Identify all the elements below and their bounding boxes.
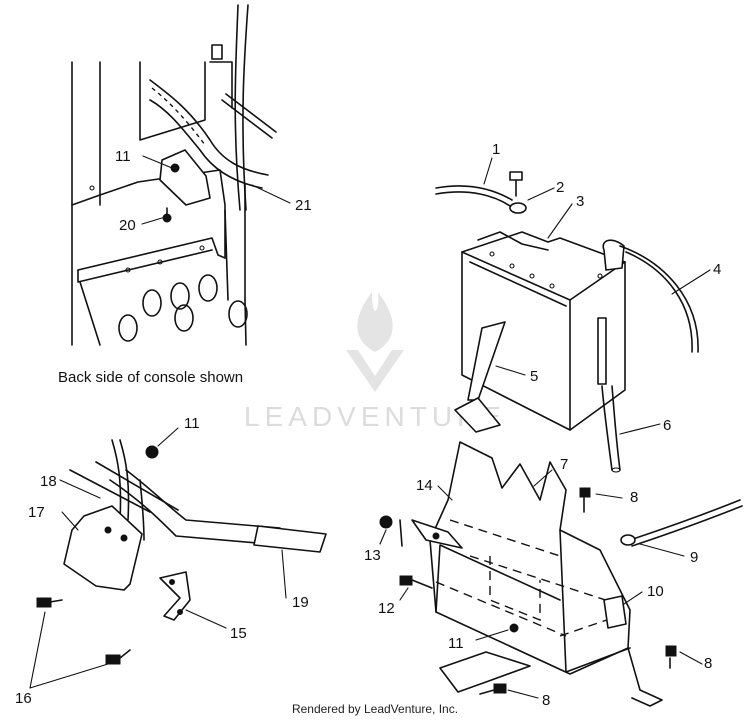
callout-11-harness: 11 [184,415,200,432]
callout-15: 15 [230,625,247,642]
callout-8-top: 8 [630,489,638,506]
callout-8-right: 8 [704,655,712,672]
callout-11-console: 11 [115,148,131,165]
callout-10: 10 [647,583,664,600]
callout-12: 12 [378,600,395,617]
callout-21: 21 [295,197,312,214]
callout-1: 1 [492,141,500,158]
callout-3: 3 [576,193,584,210]
render-credit: Rendered by LeadVenture, Inc. [291,702,459,716]
leadventure-watermark: LEADVENTURE [244,292,506,432]
callout-9: 9 [690,549,698,566]
callout-18: 18 [40,473,57,490]
callout-7: 7 [560,456,568,473]
console-caption: Back side of console shown [58,369,243,386]
callout-14: 14 [416,477,433,494]
callout-2: 2 [556,179,564,196]
console-assembly [71,4,291,346]
battery-box-assembly [379,441,743,707]
callout-8-bottom: 8 [542,692,550,709]
battery-assembly [435,157,711,473]
callout-4: 4 [713,261,721,278]
callout-17: 17 [28,504,45,521]
solenoid-harness-assembly [29,427,327,689]
callout-13: 13 [364,547,381,564]
callout-19: 19 [292,594,309,611]
callout-5: 5 [530,368,538,385]
callout-11-box: 11 [448,635,464,652]
watermark-text: LEADVENTURE [244,401,506,432]
callout-16: 16 [15,690,32,707]
callout-6: 6 [663,417,671,434]
callout-20: 20 [119,217,136,234]
